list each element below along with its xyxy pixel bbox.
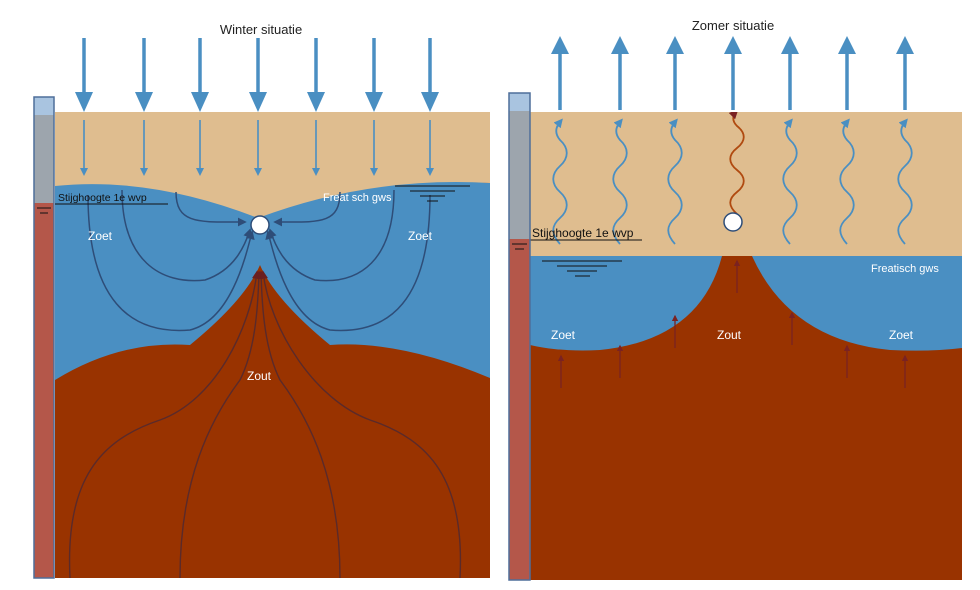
- winter-label-zoet-right: Zoet: [408, 229, 433, 243]
- winter-piezometer: [33, 96, 55, 579]
- zomer-fresh-water-left: [530, 256, 722, 351]
- winter-salt-flow-lines: [68, 270, 462, 578]
- winter-drain: [250, 215, 270, 235]
- zomer-drain: [723, 212, 743, 232]
- zomer-label-zout: Zout: [717, 328, 742, 342]
- winter-title: Winter situatie: [220, 22, 302, 37]
- zomer-capillary-rise-arrows: [552, 118, 913, 245]
- zomer-fresh-water-right: [752, 256, 962, 351]
- winter-infiltration-arrows: [80, 120, 434, 176]
- winter-water-table-symbol: [395, 185, 470, 202]
- winter-label-zout: Zout: [247, 369, 272, 383]
- winter-fresh-flow-lines: [87, 189, 431, 332]
- zomer-water-table-symbol: [542, 260, 622, 277]
- zomer-label-zoet-right: Zoet: [889, 328, 914, 342]
- zomer-soil-layer: [530, 112, 962, 256]
- zomer-evaporation-arrows: [551, 36, 914, 110]
- zomer-label-stijghoogte: Stijghoogte 1e wvp: [532, 226, 634, 240]
- zomer-panel: Zomer situatie: [508, 18, 962, 581]
- zomer-salt-seepage-arrows: [557, 259, 909, 388]
- zomer-label-freatisch: Freatisch gws: [871, 263, 939, 275]
- winter-label-freatisch: Freat sch gws: [323, 192, 392, 204]
- winter-panel: Winter situatie: [33, 22, 490, 579]
- winter-label-stijghoogte: Stijghoogte 1e wvp: [58, 192, 147, 204]
- zomer-salt-capillary-arrow: [728, 112, 745, 215]
- winter-precipitation-arrows: [75, 38, 439, 112]
- zomer-title: Zomer situatie: [692, 18, 774, 33]
- winter-soil-layer: [55, 112, 490, 218]
- zomer-label-zoet-left: Zoet: [551, 328, 576, 342]
- winter-label-zoet-left: Zoet: [88, 229, 113, 243]
- zomer-piezometer: [508, 92, 531, 581]
